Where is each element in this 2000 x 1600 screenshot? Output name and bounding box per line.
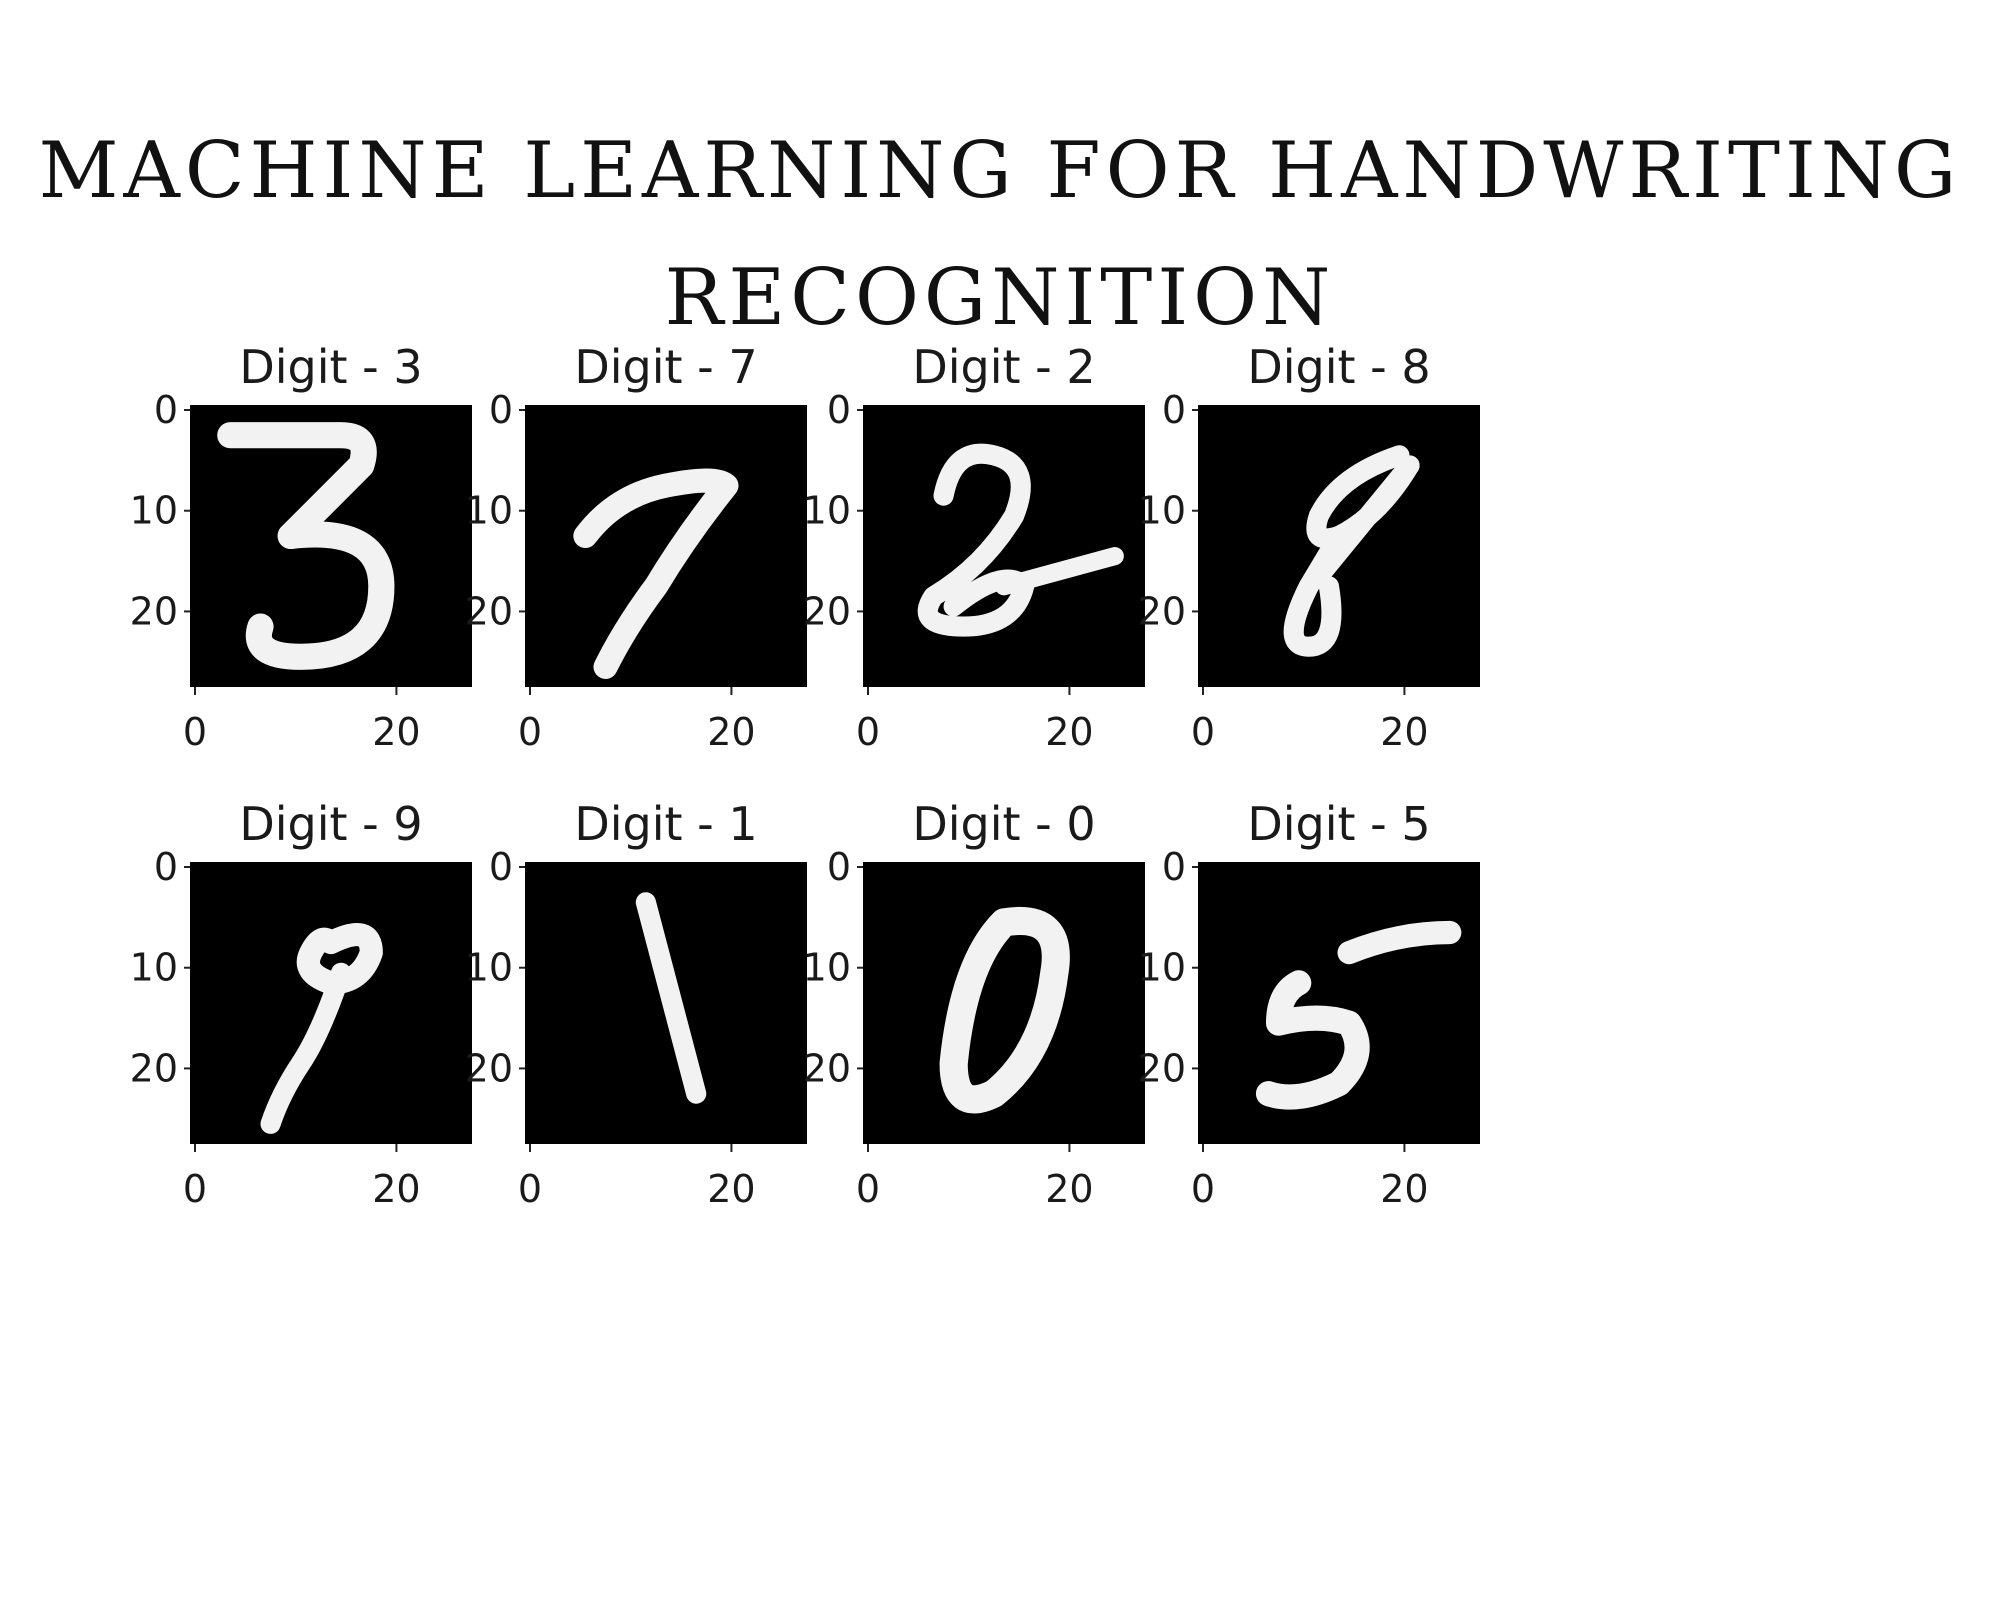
digit-stroke xyxy=(939,906,1070,1114)
digit-panel: Digit - 7 0 10 20 0 20 xyxy=(465,340,807,754)
digit-image xyxy=(525,405,807,687)
y-tick-label: 20 xyxy=(465,1046,513,1090)
panel-title: Digit - 1 xyxy=(574,797,757,851)
digit-stroke xyxy=(1255,970,1370,1110)
digit-stroke xyxy=(245,521,395,670)
y-tick-label: 0 xyxy=(827,388,851,432)
x-tick-label: 0 xyxy=(1191,710,1215,754)
panel-title: Digit - 3 xyxy=(239,340,422,394)
y-tick-label: 10 xyxy=(1138,946,1186,990)
y-tick-label: 10 xyxy=(465,946,513,990)
title-line-2: RECOGNITION xyxy=(664,253,1336,343)
panel-title: Digit - 0 xyxy=(912,797,1095,851)
x-tick-label: 0 xyxy=(518,710,542,754)
digit-stroke xyxy=(635,892,707,1104)
x-tick-label: 20 xyxy=(372,710,420,754)
digit-strokes xyxy=(917,443,1124,637)
panel-title: Digit - 5 xyxy=(1247,797,1430,851)
panel-title: Digit - 8 xyxy=(1247,340,1430,394)
y-tick-label: 0 xyxy=(154,388,178,432)
y-tick-label: 20 xyxy=(465,589,513,633)
y-tick-label: 0 xyxy=(489,845,513,889)
x-tick-label: 0 xyxy=(856,1167,880,1211)
y-tick-label: 0 xyxy=(1162,845,1186,889)
x-tick-label: 20 xyxy=(1380,710,1428,754)
digit-stroke xyxy=(217,422,377,550)
y-tick-label: 20 xyxy=(803,589,851,633)
digit-panel: Digit - 8 0 10 20 0 20 xyxy=(1138,340,1480,754)
y-tick-label: 20 xyxy=(130,589,178,633)
x-tick-label: 20 xyxy=(1380,1167,1428,1211)
digit-stroke xyxy=(1337,920,1462,965)
digit-panel: Digit - 5 0 10 20 0 20 xyxy=(1138,797,1480,1211)
x-tick-label: 0 xyxy=(518,1167,542,1211)
y-tick-label: 0 xyxy=(489,388,513,432)
y-tick-label: 20 xyxy=(803,1046,851,1090)
digit-stroke xyxy=(1283,525,1350,657)
digit-panel: Digit - 0 0 10 20 0 20 xyxy=(803,797,1145,1211)
x-tick-label: 20 xyxy=(707,710,755,754)
y-tick-label: 0 xyxy=(154,845,178,889)
title-line-1: MACHINE LEARNING FOR HANDWRITING xyxy=(38,126,1962,216)
panel-title: Digit - 9 xyxy=(239,797,422,851)
digit-strokes xyxy=(260,923,383,1134)
x-tick-label: 20 xyxy=(1045,1167,1093,1211)
y-tick-label: 20 xyxy=(1138,589,1186,633)
x-tick-label: 0 xyxy=(183,710,207,754)
digit-strokes xyxy=(217,422,395,670)
x-tick-label: 20 xyxy=(1045,710,1093,754)
digit-stroke xyxy=(260,962,352,1134)
digit-strokes xyxy=(1255,920,1462,1110)
digit-strokes xyxy=(939,906,1070,1114)
y-tick-label: 10 xyxy=(803,489,851,533)
panel-title: Digit - 7 xyxy=(574,340,757,394)
y-tick-label: 0 xyxy=(827,845,851,889)
y-tick-label: 20 xyxy=(130,1046,178,1090)
digit-stroke xyxy=(573,468,739,679)
digit-panel: Digit - 3 0 10 20 0 20 xyxy=(130,340,472,754)
y-tick-label: 10 xyxy=(130,946,178,990)
y-tick-label: 10 xyxy=(465,489,513,533)
x-tick-label: 20 xyxy=(372,1167,420,1211)
x-tick-label: 0 xyxy=(856,710,880,754)
x-tick-label: 0 xyxy=(183,1167,207,1211)
digit-stroke xyxy=(994,547,1124,596)
digit-stroke xyxy=(1308,455,1420,587)
digit-strokes xyxy=(1283,445,1420,657)
digit-strokes xyxy=(573,468,739,679)
page-title: MACHINE LEARNING FOR HANDWRITING RECOGNI… xyxy=(0,108,2000,362)
y-tick-label: 10 xyxy=(803,946,851,990)
x-tick-label: 0 xyxy=(1191,1167,1215,1211)
digit-panel: Digit - 9 0 10 20 0 20 xyxy=(130,797,472,1211)
digit-panel: Digit - 2 0 10 20 0 20 xyxy=(803,340,1145,754)
y-tick-label: 10 xyxy=(130,489,178,533)
digit-image xyxy=(1198,862,1480,1144)
x-tick-label: 20 xyxy=(707,1167,755,1211)
digit-panel: Digit - 1 0 10 20 0 20 xyxy=(465,797,807,1211)
y-tick-label: 20 xyxy=(1138,1046,1186,1090)
panel-title: Digit - 2 xyxy=(912,340,1095,394)
digit-strokes xyxy=(635,892,707,1104)
y-tick-label: 0 xyxy=(1162,388,1186,432)
y-tick-label: 10 xyxy=(1138,489,1186,533)
